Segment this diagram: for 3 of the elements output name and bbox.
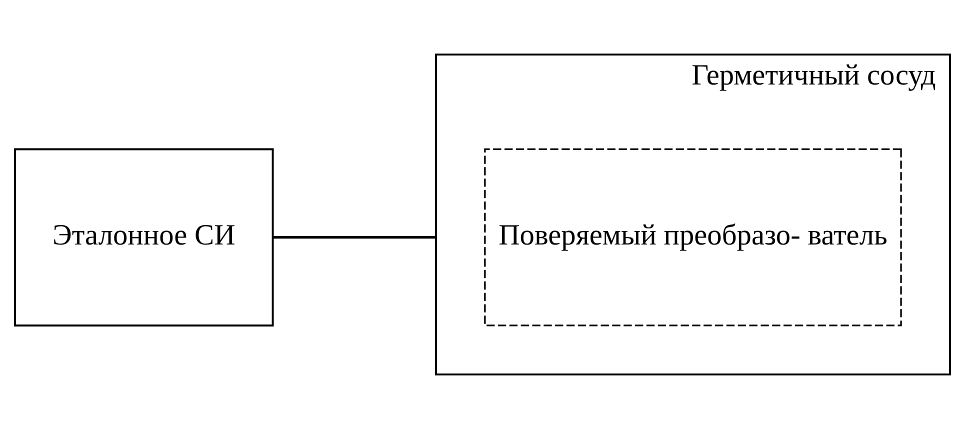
node-box: Поверяемый преобразо- ватель	[484, 148, 902, 326]
connector	[272, 236, 436, 239]
node-box: Эталонное СИ	[14, 148, 274, 326]
